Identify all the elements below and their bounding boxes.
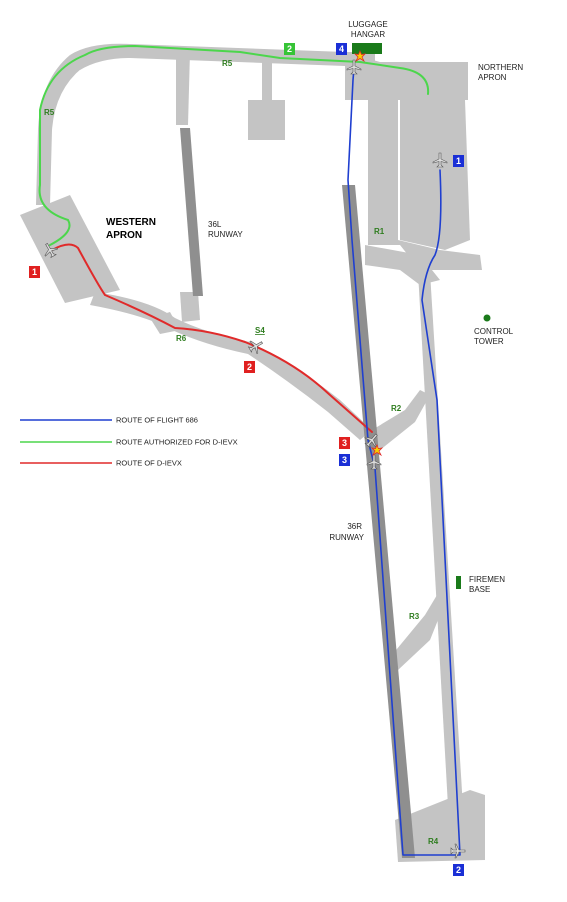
label-firemen-base-line-2: BASE [469, 585, 490, 594]
legend-label-flight-686: ROUTE OF FLIGHT 686 [116, 416, 198, 425]
aircraft-icon [346, 59, 362, 75]
firemen-base-building [456, 576, 461, 589]
western-apron-pavement [20, 195, 120, 303]
label-runway-36l-line-1: 36L [208, 220, 222, 229]
taxiway-r3-pavement [392, 590, 446, 670]
label-northern-apron-line-2: APRON [478, 73, 507, 82]
aircraft-icon [432, 152, 448, 168]
parallel-taxiway-pavement [418, 272, 465, 842]
taxiway-r4-pavement [395, 790, 485, 862]
aircraft-icon [364, 433, 378, 448]
taxiway-r5-north-pavement [70, 43, 380, 72]
marker-red-2 [244, 361, 255, 373]
apron-pad-north [248, 58, 285, 140]
taxiway-label-r1: R1 [374, 227, 385, 236]
taxiway-r5-west-pavement [36, 55, 82, 205]
collision-flash-icon [370, 443, 384, 457]
label-runway-36l-line-2: RUNWAY [208, 230, 243, 239]
taxiway-label-r6: R6 [176, 334, 187, 343]
label-runway-36r-line-2: RUNWAY [329, 533, 364, 542]
marker-red-2-text: 2 [247, 362, 252, 372]
marker-blue-2-text: 2 [456, 865, 461, 875]
marker-blue-3 [339, 454, 350, 466]
marker-red-1 [29, 266, 40, 278]
legend-item-flight-686: ROUTE OF FLIGHT 686 [20, 416, 198, 425]
blue-markers: 4 1 3 2 [336, 43, 464, 876]
label-western-apron-line-1: WESTERN [106, 217, 156, 228]
legend: ROUTE OF FLIGHT 686 ROUTE AUTHORIZED FOR… [20, 416, 238, 468]
marker-red-1-text: 1 [32, 267, 37, 277]
label-runway-36r-line-1: 36R [347, 522, 362, 531]
legend-label-d-ievx: ROUTE OF D-IEVX [116, 459, 182, 468]
marker-blue-4 [336, 43, 347, 55]
taxiway-label-r5-west: R5 [44, 108, 55, 117]
marker-blue-4-text: 4 [339, 44, 344, 54]
taxiway-label-r4: R4 [428, 837, 439, 846]
marker-green-2 [284, 43, 295, 55]
buildings [352, 43, 491, 589]
red-markers: 1 2 3 [29, 266, 350, 449]
route-authorized-d-ievx [38, 45, 430, 246]
marker-blue-1 [453, 155, 464, 167]
control-tower-building [483, 314, 491, 322]
label-western-apron-line-2: APRON [106, 230, 142, 241]
marker-blue-2 [453, 864, 464, 876]
aircraft-icon [247, 340, 263, 355]
legend-item-d-ievx: ROUTE OF D-IEVX [20, 459, 182, 468]
collision-flash-icon [353, 49, 367, 63]
taxiway-label-r3: R3 [409, 612, 420, 621]
runway-36l-north-connector [176, 52, 190, 125]
label-luggage-hangar-line-1: LUGGAGE [348, 20, 388, 29]
pavement-areas [20, 43, 485, 862]
aircraft-icon [366, 454, 382, 470]
taxiway-label-r5-north: R5 [222, 59, 233, 68]
marker-green-2-text: 2 [287, 44, 292, 54]
label-control-tower-line-1: CONTROL [474, 327, 514, 336]
runway-36l [180, 128, 203, 296]
taxiway-label-s4: S4 [255, 326, 265, 335]
marker-blue-3-text: 3 [342, 455, 347, 465]
label-northern-apron-line-1: NORTHERN [478, 63, 523, 72]
marker-blue-1-text: 1 [456, 156, 461, 166]
aircraft-icon [450, 843, 466, 859]
aircraft [44, 59, 466, 859]
marker-red-3-text: 3 [342, 438, 347, 448]
label-firemen-base-line-1: FIREMEN [469, 575, 505, 584]
legend-label-authorized: ROUTE AUTHORIZED FOR D-IEVX [116, 438, 238, 447]
green-markers: 2 [284, 43, 295, 55]
luggage-hangar-building [352, 43, 382, 54]
marker-red-3 [339, 437, 350, 449]
northern-apron-east [400, 100, 470, 250]
collision-markers [353, 49, 384, 457]
taxiway-label-r2: R2 [391, 404, 402, 413]
runway-36l-south-connector [180, 292, 200, 322]
northern-apron-pavement [368, 62, 482, 270]
label-control-tower-line-2: TOWER [474, 337, 504, 346]
taxiway-r2-pavement [372, 390, 430, 450]
taxiway-labels: R5 R5 R1 R6 S4 R2 R3 R4 [44, 59, 439, 846]
area-labels: LUGGAGE HANGAR NORTHERN APRON WESTERN AP… [106, 20, 523, 594]
routes [38, 45, 461, 856]
route-d-ievx [51, 243, 373, 433]
aircraft-icon [44, 243, 59, 259]
legend-item-authorized: ROUTE AUTHORIZED FOR D-IEVX [20, 438, 238, 447]
label-luggage-hangar-line-2: HANGAR [351, 30, 385, 39]
taxiway-r6-pavement [90, 292, 372, 440]
route-flight-686 [347, 67, 461, 856]
